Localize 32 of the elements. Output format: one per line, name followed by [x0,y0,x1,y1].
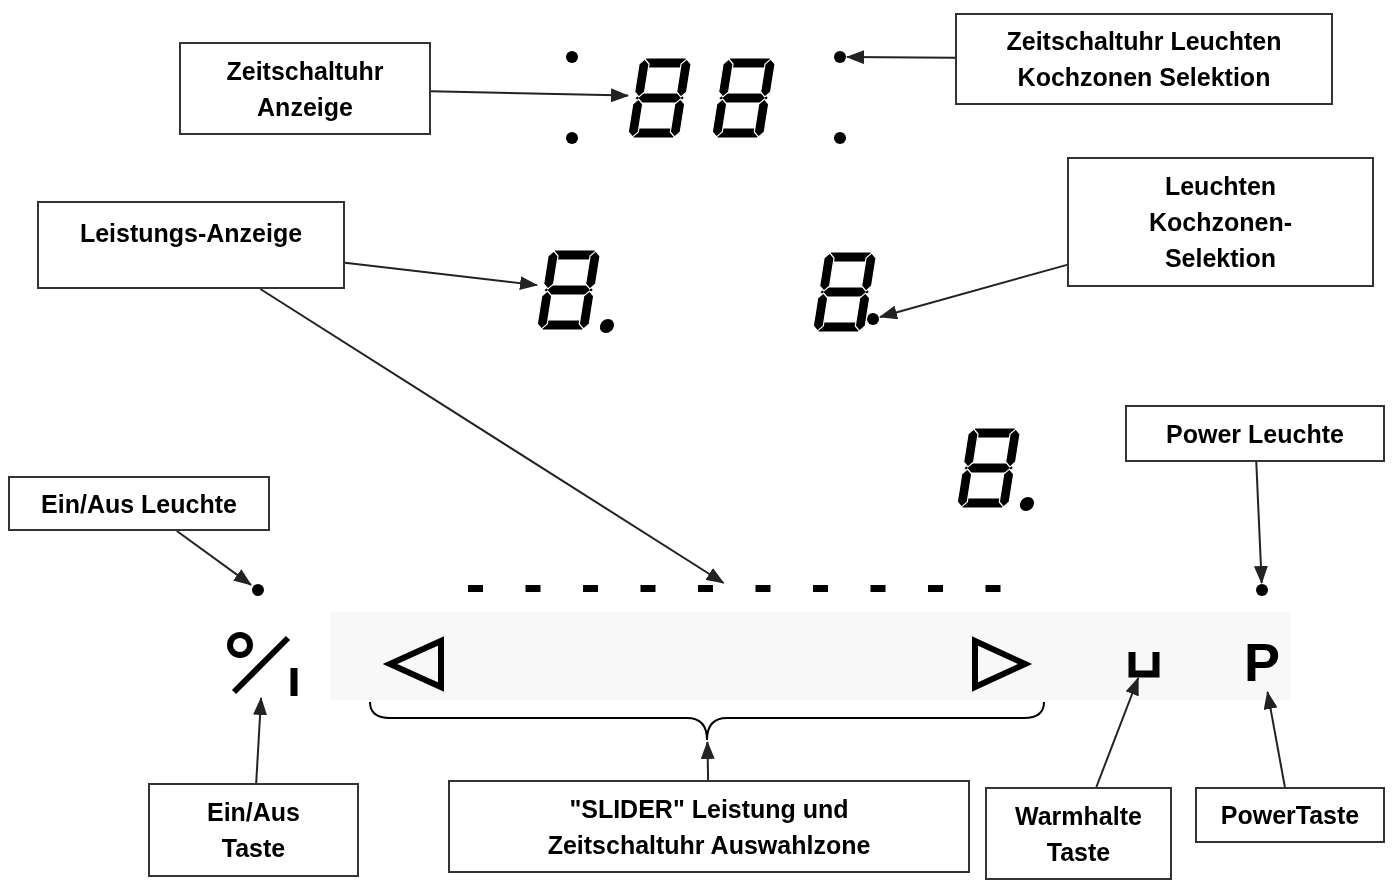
callout-text: Leistungs-Anzeige [79,218,303,249]
arrow [430,88,629,103]
callout-box [37,201,345,289]
callout-text: Zeitschaltuhr Anzeige [225,55,385,123]
callout-text: Ein/Aus Taste [205,797,302,864]
callout-box [1195,787,1385,843]
arrow [1095,677,1140,788]
arrow [879,263,1068,320]
callout-text: Power Leuchte [1166,418,1344,450]
arrow [253,697,268,784]
callout-box [179,42,431,135]
arrow [1263,691,1286,788]
callout-text: Warmhalte Taste [1014,800,1143,868]
arrow [846,50,956,65]
arrow [175,530,252,586]
arrow [1253,461,1268,584]
arrow [700,741,715,781]
callout-box [1125,405,1385,462]
callout-box [8,476,270,531]
arrow [344,261,538,291]
key-label: P [1238,632,1286,692]
callout-box [448,780,970,873]
callout-text: Ein/Aus Leuchte [41,488,237,520]
callout-box [955,13,1333,105]
callout-box [985,787,1172,880]
callout-text: "SLIDER" Leistung und Zeitschaltuhr Auswahlzone [546,793,872,861]
callout-text: PowerTaste [1220,800,1360,831]
callout-text: Zeitschaltuhr Leuchten Kochzonen Selektion [1005,26,1283,93]
callout-text: Leuchten Kochzonen- Selektion [1147,171,1293,274]
callout-box [148,783,359,877]
callout-box [1067,157,1374,287]
arrow [259,288,725,584]
